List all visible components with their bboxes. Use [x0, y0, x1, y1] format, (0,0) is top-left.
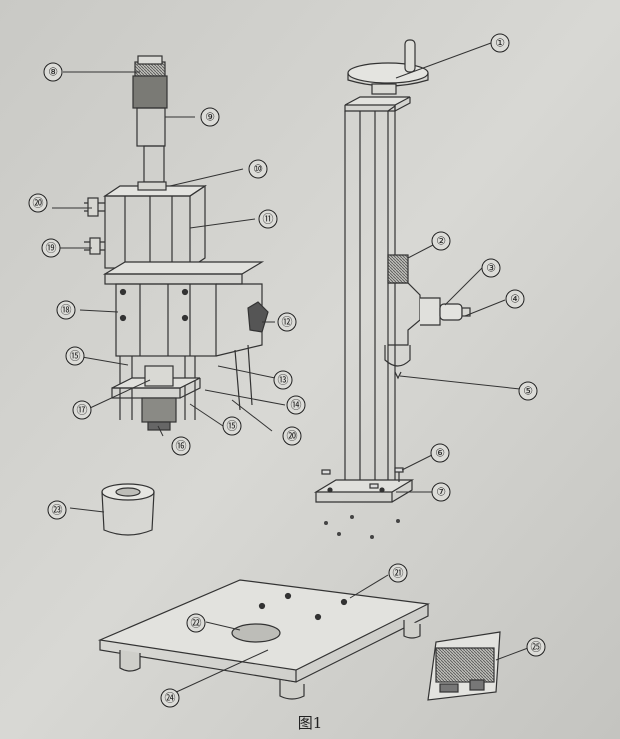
callout-6: ⑥ [435, 447, 445, 460]
column-top-plate [344, 96, 411, 112]
callout-15a: ⑮ [70, 350, 81, 363]
callout-24: ㉔ [165, 692, 176, 705]
top-nut [134, 55, 166, 77]
lower-housing [102, 261, 265, 357]
figure-caption: 图1 [297, 714, 323, 732]
column-base-plate [313, 479, 415, 503]
spring-sleeve [132, 75, 168, 183]
funnel-bracket-assembly [384, 254, 471, 380]
callout-21: ㉑ [393, 567, 404, 580]
callout-18: ⑱ [61, 304, 72, 317]
callout-20a: ⑳ [33, 197, 44, 210]
loose-rivets [324, 515, 400, 539]
leader-lines [52, 42, 529, 695]
callout-23: ㉓ [52, 504, 63, 517]
callout-2: ② [436, 235, 446, 248]
callout-16: ⑯ [176, 440, 187, 453]
callout-circles [28, 33, 546, 708]
callout-17: ⑰ [77, 404, 88, 417]
cup-mold [101, 483, 155, 536]
callout-12: ⑫ [282, 316, 293, 329]
side-fittings [84, 197, 105, 255]
callout-8: ⑧ [48, 66, 58, 79]
callout-20b: ⑳ [287, 430, 298, 443]
cylinder-block [103, 181, 207, 269]
punch-head [141, 397, 177, 431]
pressure-plate [111, 365, 201, 399]
callout-1: ① [495, 37, 505, 50]
callout-9: ⑨ [205, 111, 215, 124]
callout-10: ⑩ [253, 163, 263, 176]
callout-3: ③ [486, 262, 496, 275]
callout-13: ⑬ [278, 374, 289, 387]
callout-25: ㉕ [531, 641, 542, 654]
callout-22: ㉒ [191, 617, 202, 630]
base-board [97, 579, 431, 683]
callout-19: ⑲ [46, 242, 57, 255]
foot-pedal [427, 631, 501, 701]
callout-7: ⑦ [436, 486, 446, 499]
callout-5: ⑤ [523, 385, 533, 398]
callout-11: ⑪ [263, 213, 274, 226]
callout-15b: ⑮ [227, 420, 238, 433]
callout-labels: ① ② ③ ④ ⑤ ⑥ ⑦ ⑧ ⑨ ⑩ ⑪ ⑫ ⑬ ⑭ ⑮ ⑮ ⑯ ⑰ ⑱ ⑲ … [33, 37, 542, 705]
callout-14: ⑭ [291, 399, 302, 412]
hand-wheel [347, 39, 429, 95]
callout-4: ④ [510, 293, 520, 306]
base-feet [119, 620, 421, 700]
